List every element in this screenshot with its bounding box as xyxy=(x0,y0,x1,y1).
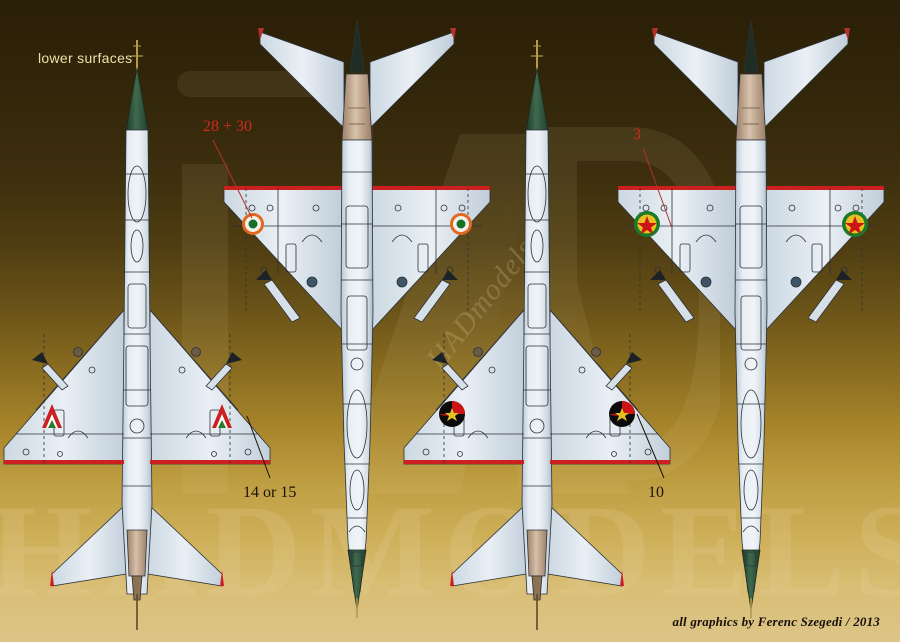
callout-14or15-label: 14 or 15 xyxy=(243,484,297,501)
wing-roundel-orange-green-left xyxy=(242,213,264,235)
wing-roundel-green-yellow-star-right xyxy=(842,211,868,237)
wing-chevron-hungarian-left xyxy=(42,404,62,428)
wing-disc-black-red-right xyxy=(609,401,635,427)
mig21-view-4 xyxy=(610,12,900,622)
credits-line: all graphics by Ferenc Szegedi / 2013 xyxy=(672,614,880,629)
wing-roundel-green-yellow-star-left xyxy=(634,211,660,237)
wing-disc-black-red-left xyxy=(439,401,465,427)
wing-chevron-hungarian-right xyxy=(212,404,232,428)
callout-10-label: 10 xyxy=(648,484,664,501)
wing-roundel-orange-green-right xyxy=(450,213,472,235)
mig21-view-1 xyxy=(0,34,326,634)
mig21-view-3 xyxy=(396,34,726,634)
mig21-view-2 xyxy=(216,12,546,622)
callout-3-label: 3 xyxy=(633,126,641,143)
callout-2830-label: 28 + 30 xyxy=(203,118,253,135)
lower-surfaces-label: lower surfaces xyxy=(38,50,133,66)
